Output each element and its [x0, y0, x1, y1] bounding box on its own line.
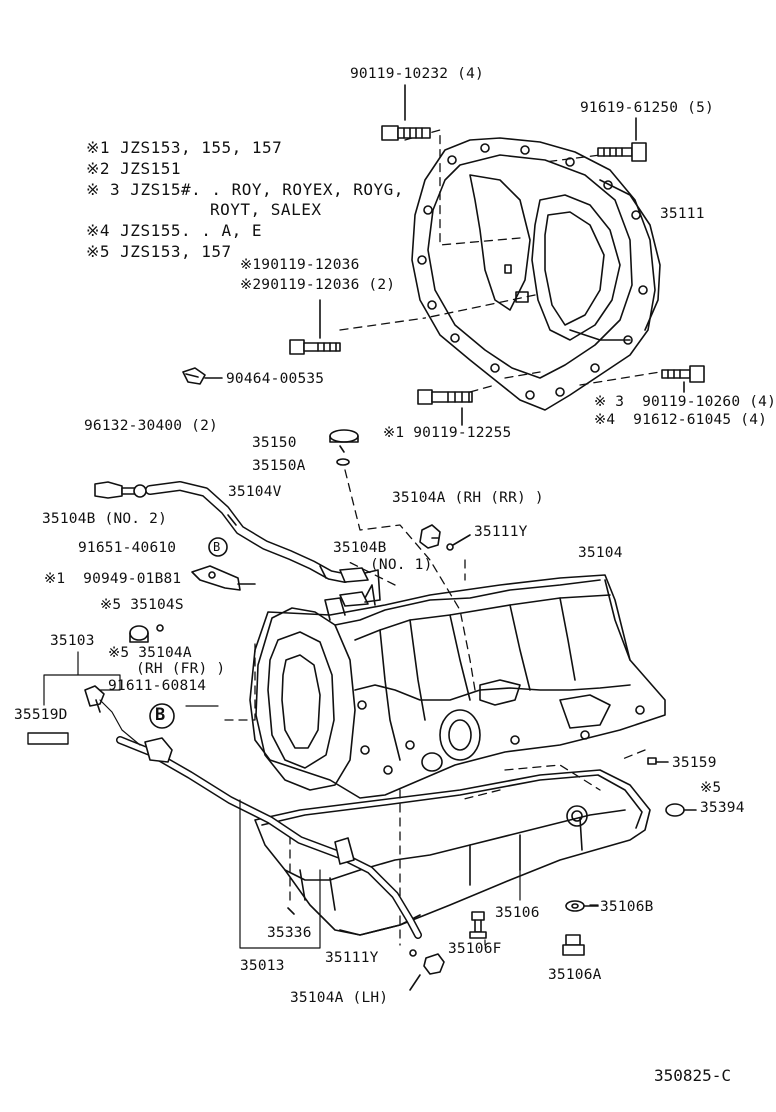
label-35111: 35111	[660, 206, 705, 222]
gasket-35106B	[565, 900, 599, 912]
bolt-90119-10232	[381, 84, 431, 141]
oring-35394	[665, 803, 697, 817]
label-35159: 35159	[672, 755, 717, 771]
transmission-case-35104	[249, 574, 666, 799]
leader-35103	[43, 651, 121, 706]
badge-b-text-small: B	[213, 540, 221, 554]
assembly-lines-pan	[224, 469, 646, 946]
oil-filler-tube-35013	[116, 736, 422, 939]
label-35013: 35013	[240, 958, 285, 974]
cooler-hose-35104V	[145, 481, 350, 583]
label-35104A-fr-a: ※5 35104A	[108, 645, 192, 661]
label-note-5: ※5	[700, 780, 722, 796]
label-35111Y-top: 35111Y	[474, 524, 528, 540]
label-35150A: 35150A	[252, 458, 306, 474]
legend-line-5: ※5 JZS153, 157	[86, 242, 232, 261]
box-35519D	[27, 732, 69, 745]
oring-35336	[287, 907, 295, 915]
legend-line-3: ※ 3 JZS15#. . ROY, ROYEX, ROYG,	[86, 180, 404, 199]
legend-line-4: ※4 JZS155. . A, E	[86, 221, 263, 240]
transmission-parts-diagram	[27, 84, 705, 991]
label-35394: 35394	[700, 800, 745, 816]
label-90119-10232: 90119-10232 (4)	[350, 66, 484, 82]
label-91651-40610: 91651-40610	[78, 540, 177, 556]
dipstick-35103	[84, 685, 141, 746]
magnet-35150	[329, 429, 359, 453]
bolt-90119-10260	[661, 365, 705, 393]
label-35103: 35103	[50, 633, 95, 649]
oring-35111Y-top	[446, 534, 471, 551]
label-90949-01B81: ※1 90949-01B81	[44, 571, 182, 587]
diagram-code: 350825-C	[654, 1066, 732, 1085]
label-90464-00535: 90464-00535	[226, 371, 325, 387]
label-35104B-no2: 35104B (NO. 2)	[42, 511, 168, 527]
label-91611-60814: 91611-60814	[108, 678, 207, 694]
legend-line-1: ※1 JZS153, 155, 157	[86, 138, 283, 157]
badge-b-text-large: B	[155, 705, 166, 725]
plug-35159	[647, 757, 669, 765]
label-35104B-no1-a: 35104B	[333, 540, 387, 556]
label-35519D: 35519D	[14, 707, 68, 723]
oring-35111Y-bot	[409, 949, 417, 957]
label-35106B: 35106B	[600, 899, 654, 915]
label-91619-61250: 91619-61250 (5)	[580, 100, 714, 116]
bracket-90949-01B81	[191, 565, 256, 591]
label-96132-30400: 96132-30400 (2)	[84, 418, 218, 434]
label-35104A-fr-b: (RH (FR) )	[136, 661, 226, 677]
bolt-90119-12255	[417, 389, 473, 426]
leader-lines-bottom	[239, 799, 521, 949]
plug-35104S	[129, 625, 149, 643]
badge-b-91651	[208, 537, 228, 557]
label-35104S: ※5 35104S	[100, 597, 184, 613]
oil-pan-35106	[254, 769, 651, 936]
label-91612-61045: ※4 91612-61045 (4)	[594, 412, 768, 428]
label-35104A-lh: 35104A (LH)	[290, 990, 389, 1006]
legend-line-3b: ROYT, SALEX	[210, 200, 322, 219]
label-35106F: 35106F	[448, 941, 502, 957]
badge-b-large	[149, 703, 175, 729]
label-90119-12255: ※1 90119-12255	[383, 425, 512, 441]
bell-housing-35111	[411, 137, 661, 411]
label-90119-12036-2: ※290119-12036 (2)	[240, 277, 396, 293]
label-90119-10260: ※ 3 90119-10260 (4)	[594, 394, 776, 410]
drain-plug-35106A	[562, 934, 585, 956]
label-35150: 35150	[252, 435, 297, 451]
oring-35104A-fr	[156, 624, 164, 632]
connector-35104B-no1	[339, 567, 381, 607]
label-35104: 35104	[578, 545, 623, 561]
legend-line-2: ※2 JZS151	[86, 159, 181, 178]
union-35104A-lh	[409, 953, 445, 991]
label-35104B-no1-b: (NO. 1)	[370, 557, 433, 573]
bolt-91619-61250	[597, 117, 647, 162]
washer-35150A	[336, 458, 350, 466]
label-35104A-rr: 35104A (RH (RR) )	[392, 490, 544, 506]
label-35104V: 35104V	[228, 484, 282, 500]
label-90119-12036-1: ※190119-12036	[240, 257, 360, 273]
label-35106A: 35106A	[548, 967, 602, 983]
clip-90464-00535	[182, 367, 223, 385]
union-35104A-rr	[419, 524, 441, 549]
label-35111Y-bot: 35111Y	[325, 950, 379, 966]
bolt-35106F	[469, 911, 487, 939]
label-35106: 35106	[495, 905, 540, 921]
connector-35104B-no2	[94, 481, 147, 499]
label-35336: 35336	[267, 925, 312, 941]
bolt-90119-12036	[289, 299, 341, 355]
